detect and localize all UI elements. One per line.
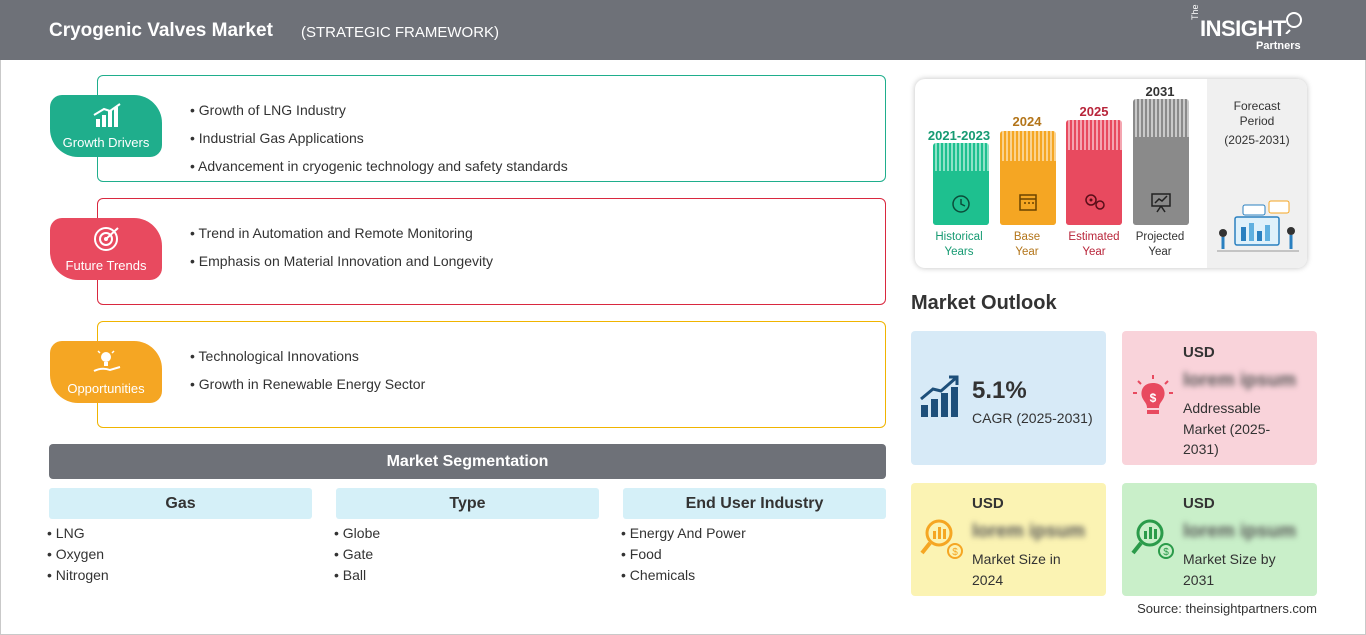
growth-driver-item: Advancement in cryogenic technology and …	[190, 152, 568, 180]
segment-item: Ball	[334, 565, 380, 586]
timeline-year-base: 2024	[1012, 114, 1042, 129]
timeline-year-historical: 2021-2023	[927, 128, 991, 143]
gear-dollar-icon	[1085, 194, 1105, 210]
opportunity-item: Technological Innovations	[190, 342, 425, 370]
opportunities-list: Technological Innovations Growth in Rene…	[190, 342, 426, 398]
timeline-bar-estimated	[1066, 120, 1122, 225]
svg-text:$: $	[1163, 547, 1169, 558]
size-2024-usd: USD	[972, 495, 1004, 512]
segment-item: Chemicals	[621, 565, 746, 586]
timeline-bar-base	[1000, 131, 1056, 225]
growth-drivers-badge: Growth Drivers	[50, 95, 162, 157]
opportunity-item: Growth in Renewable Energy Sector	[190, 370, 425, 398]
opportunities-badge: Opportunities	[50, 341, 162, 403]
svg-text:$: $	[1150, 391, 1157, 405]
segment-heading-gas: Gas	[49, 488, 312, 519]
cagr-label: CAGR (2025-2031)	[972, 410, 1093, 426]
future-trends-badge: Future Trends	[50, 218, 162, 280]
segment-item: Globe	[334, 523, 380, 544]
svg-text:$: $	[952, 547, 958, 558]
coins-magnifier-icon: $	[920, 519, 963, 559]
forecast-range: (2025-2031)	[1224, 133, 1290, 147]
size-2031-usd: USD	[1183, 495, 1215, 512]
size-2024-value: lorem ipsum	[972, 521, 1085, 542]
growth-chart-icon	[920, 375, 959, 417]
timeline-bar-projected	[1133, 99, 1189, 225]
coins-magnifier-icon: $	[1131, 519, 1174, 559]
segment-item: Energy And Power	[621, 523, 746, 544]
segment-item: LNG	[47, 523, 109, 544]
timeline-year-projected: 2031	[1145, 84, 1175, 99]
segment-item: Oxygen	[47, 544, 109, 565]
segment-item: Gate	[334, 544, 380, 565]
logo-insight: INSIGHT	[1200, 16, 1286, 41]
growth-drivers-list: Growth of LNG Industry Industrial Gas Ap…	[190, 96, 568, 180]
calendar-icon	[1019, 194, 1037, 211]
addressable-value: lorem ipsum	[1183, 370, 1296, 391]
timeline-bar-historical	[933, 143, 989, 225]
market-segmentation-header: Market Segmentation	[49, 444, 886, 479]
future-trends-list: Trend in Automation and Remote Monitorin…	[190, 219, 493, 275]
lightbulb-dollar-icon: $	[1133, 375, 1173, 414]
presentation-icon	[1151, 193, 1171, 213]
growth-drivers-box: Growth of LNG Industry Industrial Gas Ap…	[97, 75, 886, 182]
page-title: Cryogenic Valves Market	[49, 20, 273, 41]
timeline-year-estimated: 2025	[1079, 104, 1109, 119]
growth-driver-item: Industrial Gas Applications	[190, 124, 568, 152]
target-icon	[94, 227, 119, 251]
page-subtitle: (STRATEGIC FRAMEWORK)	[301, 24, 500, 41]
segment-heading-end-user: End User Industry	[623, 488, 886, 519]
lightbulb-hand-icon	[93, 350, 121, 372]
future-trends-box: Trend in Automation and Remote Monitorin…	[97, 198, 886, 305]
logo-partners: Partners	[1256, 40, 1301, 52]
market-outlook-title: Market Outlook	[911, 292, 1057, 314]
growth-chart-icon	[93, 103, 121, 127]
source-link[interactable]: Source: theinsightpartners.com	[1137, 601, 1317, 616]
segment-item: Food	[621, 544, 746, 565]
future-trends-label: Future Trends	[65, 258, 147, 273]
history-icon	[952, 195, 970, 213]
header-bar: Cryogenic Valves Market (STRATEGIC FRAME…	[0, 0, 1366, 60]
cagr-card: 5.1% CAGR (2025-2031)	[911, 331, 1106, 465]
segment-item: Nitrogen	[47, 565, 109, 586]
growth-driver-item: Growth of LNG Industry	[190, 96, 568, 124]
segment-heading-type: Type	[336, 488, 599, 519]
segment-list-gas: LNG Oxygen Nitrogen	[47, 523, 109, 586]
addressable-usd: USD	[1183, 344, 1215, 361]
future-trend-item: Trend in Automation and Remote Monitorin…	[190, 219, 493, 247]
insight-partners-logo[interactable]: The INSIGHT Partners	[1190, 4, 1310, 54]
size-2031-value: lorem ipsum	[1183, 521, 1296, 542]
logo-the: The	[1190, 4, 1200, 20]
future-trend-item: Emphasis on Material Innovation and Long…	[190, 247, 493, 275]
opportunities-box: Technological Innovations Growth in Rene…	[97, 321, 886, 428]
segment-list-type: Globe Gate Ball	[334, 523, 380, 586]
analytics-illustration-icon	[1217, 200, 1299, 252]
logo-magnifier-icon	[1285, 12, 1302, 34]
segment-list-end-user: Energy And Power Food Chemicals	[621, 523, 746, 586]
growth-drivers-label: Growth Drivers	[62, 135, 150, 150]
cagr-value: 5.1%	[972, 377, 1027, 404]
opportunities-label: Opportunities	[67, 381, 145, 396]
